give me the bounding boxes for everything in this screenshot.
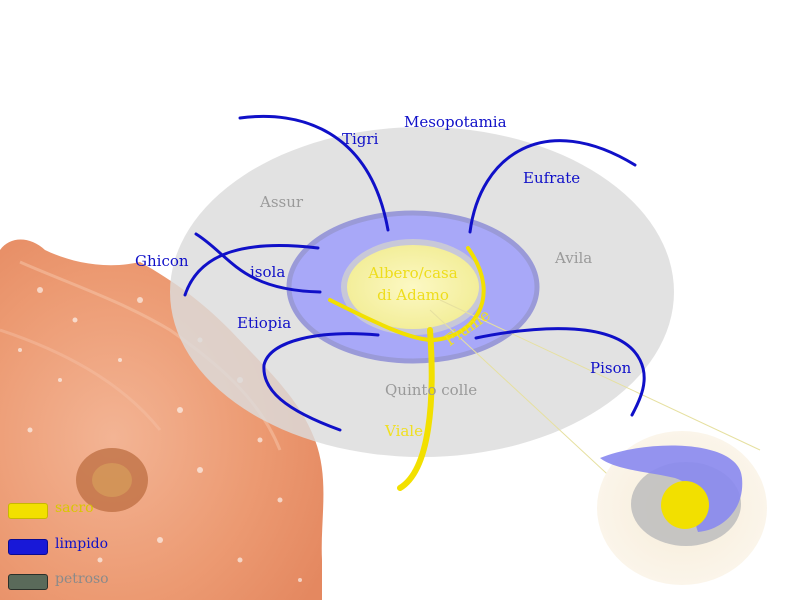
viale-path	[397, 327, 435, 491]
label-etiopia: Etiopia	[237, 314, 292, 332]
river-ghicon-isola	[183, 244, 320, 297]
legend-label-petroso: petroso	[55, 571, 109, 587]
zoom-inset	[597, 431, 767, 585]
label-tigri: Tigri	[342, 130, 379, 148]
legend-swatch-petroso	[8, 574, 48, 590]
label-center-line2: di Adamo	[377, 286, 449, 304]
label-center-line1: Albero/casa	[368, 264, 458, 282]
label-quinto-colle: Quinto colle	[385, 381, 478, 399]
label-mesopotamia: Mesopotamia	[404, 113, 507, 131]
label-assur: Assur	[260, 193, 304, 211]
label-pison: Pison	[590, 359, 632, 377]
river-pison	[474, 327, 646, 417]
river-etiopia	[262, 332, 380, 432]
label-avila: Avila	[555, 249, 593, 267]
legend-label-limpido: limpido	[55, 536, 109, 552]
legend-swatch-sacro	[8, 503, 48, 519]
river-eufrate	[468, 139, 637, 234]
legend-swatch-limpido	[8, 539, 48, 555]
legend-label-sacro: sacro	[55, 500, 94, 516]
label-center: Albero/casa di Adamo	[352, 262, 474, 306]
river-isola-loop	[194, 232, 322, 294]
river-tigri	[238, 114, 390, 232]
center-region	[347, 245, 479, 329]
label-eufrate: Eufrate	[523, 169, 581, 187]
label-viale: Viale	[385, 422, 423, 440]
label-isola: isola	[250, 263, 286, 281]
rivers	[183, 114, 646, 432]
sacred-path	[328, 246, 486, 491]
label-ghicon: Ghicon	[135, 252, 189, 270]
